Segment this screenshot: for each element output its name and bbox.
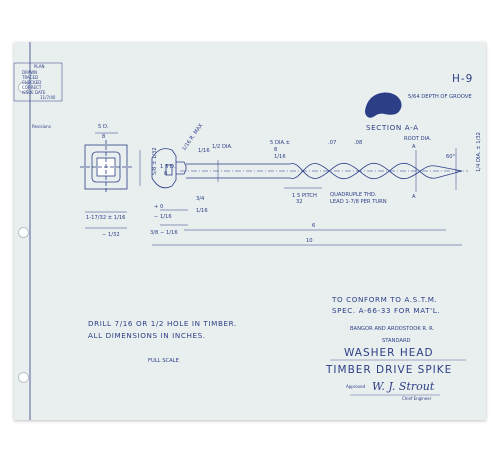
plan-heading: PLAN bbox=[34, 64, 44, 69]
signature: W. J. Strout bbox=[372, 380, 435, 393]
thread-upper bbox=[289, 162, 437, 180]
dim-dia-small-text: 1/2 DIA. bbox=[212, 144, 233, 150]
dim-sd-den: 8 bbox=[102, 134, 105, 140]
tol-top: + 0 bbox=[154, 204, 163, 210]
signer-title: Chief Engineer bbox=[402, 396, 432, 401]
plan-line: CORRECT bbox=[22, 85, 42, 90]
dim-sd-eighth: 1 5 D. bbox=[160, 164, 176, 170]
dim-pitch-text: 1 5 PITCH bbox=[292, 193, 317, 199]
dim-len-10-text: 10 bbox=[306, 238, 313, 244]
tol-bot: 3/8 − 1/16 bbox=[150, 230, 178, 236]
binder-hole bbox=[18, 227, 29, 238]
section-a-top: A bbox=[412, 144, 416, 150]
binder-hole bbox=[18, 82, 29, 93]
plan-line: TRACED bbox=[21, 75, 38, 80]
dim-dia-16: 1/16 bbox=[198, 148, 210, 154]
dim-spike-den: 8 bbox=[274, 147, 277, 153]
dim-spike-dia: 5 DIA.± bbox=[270, 140, 290, 146]
plan-line: DRAWN bbox=[22, 70, 37, 75]
revisions-label: Revisions bbox=[32, 124, 51, 129]
dim-08: .08 bbox=[354, 140, 362, 146]
conform-line-2: SPEC. A-66-33 FOR MAT'L. bbox=[332, 306, 440, 315]
spike-point bbox=[435, 165, 463, 179]
binder-hole bbox=[18, 372, 29, 383]
dim-sd-text: 5 D. bbox=[98, 124, 109, 130]
lead-text: LEAD 1-7/8 PER TURN bbox=[330, 199, 387, 205]
dim-len-6-text: 6 bbox=[312, 223, 315, 229]
section-aa-shape bbox=[365, 92, 402, 118]
sheet-number: H-9 bbox=[452, 73, 473, 85]
title-line-1: WASHER HEAD bbox=[344, 347, 434, 359]
plan-line: CHECKED bbox=[22, 80, 41, 85]
tol-a: 3/4 bbox=[196, 196, 205, 202]
conform-line-1: TO CONFORM TO A.S.T.M. bbox=[331, 295, 437, 304]
standard-label: STANDARD bbox=[382, 338, 411, 344]
dim-head-height-text: 5/8 ± 1/32 bbox=[152, 147, 158, 175]
dimensions-note: ALL DIMENSIONS IN INCHES. bbox=[88, 331, 206, 340]
approved-label: Approved bbox=[346, 384, 366, 389]
tol-mid: − 1/16 bbox=[154, 214, 172, 220]
thread-lower bbox=[289, 162, 437, 180]
dim-pitch-den: 32 bbox=[296, 199, 303, 205]
railroad-name: BANGOR AND AROOSTOOK R. R. bbox=[350, 326, 435, 332]
neck-profile bbox=[176, 161, 187, 175]
scale-note: FULL SCALE bbox=[148, 358, 179, 364]
dim-sd-eighth-den: 8 bbox=[164, 171, 167, 177]
plan-box bbox=[13, 62, 63, 102]
tol-b: 1/16 bbox=[196, 208, 208, 214]
plan-date: 11/7/40 bbox=[40, 95, 56, 100]
dim-outer-width-text: 1-17/32 ± 1/16 bbox=[86, 215, 125, 221]
dim-inner-width-text: − 1/32 bbox=[102, 232, 120, 238]
drill-note: DRILL 7/16 OR 1/2 HOLE IN TIMBER. bbox=[88, 319, 237, 328]
section-label: SECTION A-A bbox=[366, 123, 419, 132]
plan-line: ISSUE DATE bbox=[22, 90, 46, 95]
head-detail bbox=[165, 164, 173, 176]
section-a-bottom: A bbox=[412, 194, 416, 200]
quad-thread: QUADRUPLE THD. bbox=[330, 192, 377, 198]
dim-07: .07 bbox=[328, 140, 336, 146]
title-line-2: TIMBER DRIVE SPIKE bbox=[325, 364, 452, 376]
dim-spike-tol: 1/16 bbox=[274, 154, 286, 160]
groove-text: 5/64 DEPTH OF GROOVE bbox=[408, 94, 472, 100]
paper-sheet bbox=[14, 42, 486, 420]
dim-tip-dia: 1/4 DIA. ± 1/32 bbox=[476, 132, 482, 172]
dim-angle: 60° bbox=[446, 154, 456, 160]
dim-root-dia: ROOT DIA. bbox=[404, 136, 432, 142]
head-profile bbox=[151, 148, 177, 189]
